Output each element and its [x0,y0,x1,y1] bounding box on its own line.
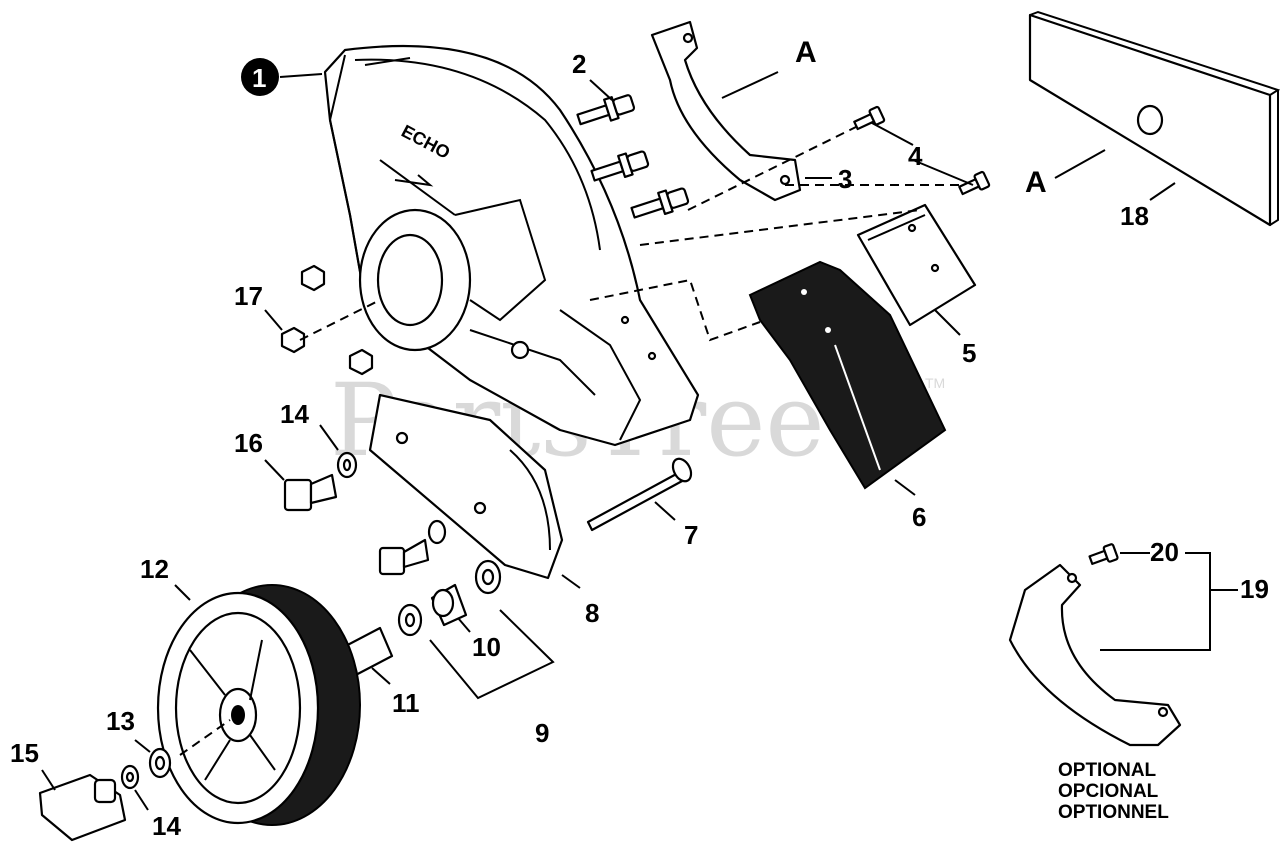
callout-20: 20 [1150,537,1179,567]
callout-6: 6 [912,502,926,532]
part-skid-shoe[interactable] [748,260,947,490]
part-side-plate[interactable] [368,393,564,580]
part-nuts[interactable] [280,264,374,376]
callout-16: 16 [234,428,263,458]
part-blade[interactable] [1028,10,1280,227]
callout-13: 13 [106,706,135,736]
part-knob-hardware[interactable] [38,747,172,842]
assembly-lines [179,71,1106,756]
callout-2: 2 [572,49,586,79]
part-bolt-small[interactable] [378,519,447,576]
callout-4: 4 [908,141,923,171]
callout-19: 19 [1240,574,1269,604]
callout-1: 1 [252,63,266,93]
part-long-bolt[interactable] [586,456,695,532]
optional-es: OPCIONAL [1058,781,1159,802]
part-bracket[interactable] [650,20,802,202]
callout-11: 11 [392,688,420,718]
callout-9: 9 [535,718,549,748]
callouts: 1 2 3 4 5 6 7 8 9 10 11 12 13 14 14 15 1… [10,36,1269,841]
part-wheel[interactable] [156,584,361,826]
part-plate[interactable] [856,203,977,327]
callout-8: 8 [585,598,599,628]
callout-12: 12 [140,554,169,584]
reference-a-blade: A [1025,166,1047,199]
reference-a-top: A [795,36,817,69]
callout-10: 10 [472,632,501,662]
callout-14-upper: 14 [280,399,309,429]
part-bolts[interactable] [576,92,690,224]
callout-15: 15 [10,738,39,768]
callout-7: 7 [684,520,698,550]
optional-label: OPTIONAL OPCIONAL OPTIONNEL [1058,760,1169,823]
callout-18: 18 [1120,201,1149,231]
part-optional-deflector[interactable] [1008,543,1182,747]
callout-3: 3 [838,164,852,194]
leader-lines [41,73,1238,811]
optional-en: OPTIONAL [1058,760,1157,781]
part-blade-housing[interactable]: ECHO [323,44,700,447]
optional-fr: OPTIONNEL [1058,802,1169,823]
watermark-tm: TM [925,375,945,391]
part-bolt-16[interactable] [283,451,358,512]
callout-14-lower: 14 [152,811,181,841]
callout-17: 17 [234,281,263,311]
callout-5: 5 [962,338,976,368]
part-spacers[interactable] [334,559,502,680]
